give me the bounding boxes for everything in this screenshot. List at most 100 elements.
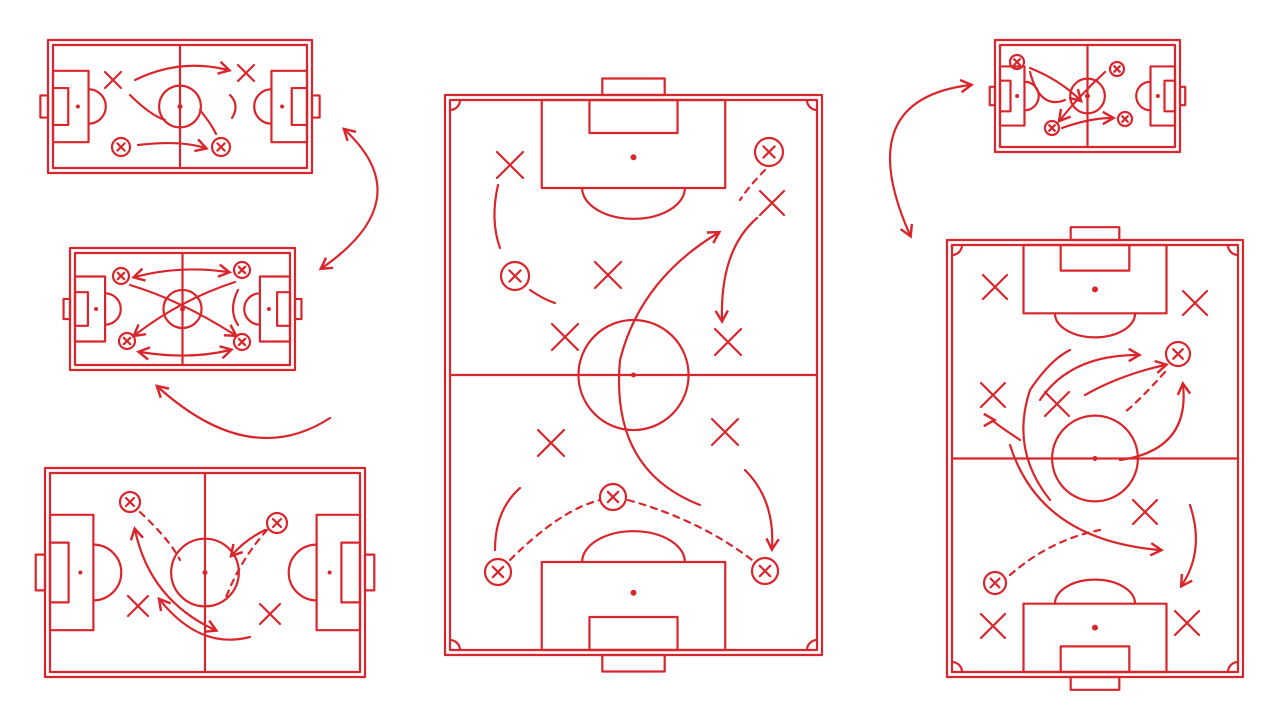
cross-stroke	[124, 496, 136, 508]
penalty-box	[1022, 243, 1168, 315]
circled-cross-player-icon	[111, 266, 131, 286]
goal	[310, 94, 321, 119]
cross-player-icon	[710, 417, 740, 447]
tactic-board-bottom-right	[945, 226, 1245, 691]
cross-stroke	[271, 517, 283, 529]
movement-arrow	[1060, 110, 1117, 130]
center-spot	[1092, 456, 1098, 461]
cross-player-icon	[981, 273, 1009, 301]
penalty-arc	[253, 88, 273, 125]
penalty-arc	[87, 88, 107, 125]
cross-stroke	[1131, 498, 1159, 526]
goal	[988, 85, 997, 107]
cross-stroke	[989, 577, 1001, 589]
circled-cross-player-icon	[483, 557, 513, 587]
cross-stroke	[762, 145, 776, 159]
penalty-arc	[581, 186, 686, 220]
cross-stroke	[979, 612, 1007, 640]
goal	[34, 553, 47, 592]
penalty-box	[540, 98, 727, 190]
corner-arc	[805, 638, 819, 652]
penalty-box	[1022, 602, 1168, 674]
cross-stroke	[1013, 58, 1021, 66]
goal	[601, 77, 666, 97]
pass-line	[1123, 370, 1167, 414]
penalty-spot	[1015, 94, 1020, 98]
cross-stroke	[122, 336, 132, 346]
penalty-spot	[1155, 94, 1160, 98]
circled-cross-player-icon	[499, 260, 531, 292]
movement-arrow	[228, 93, 237, 120]
cross-stroke	[713, 327, 743, 357]
circled-cross-player-icon	[982, 570, 1008, 596]
movement-arrow	[157, 596, 252, 641]
circled-cross-player-icon	[232, 260, 252, 280]
penalty-box	[998, 65, 1026, 127]
marker-ring	[1116, 110, 1134, 128]
marker-ring	[210, 136, 232, 158]
penalty-box	[540, 560, 727, 652]
marker-ring	[1008, 53, 1026, 71]
goal-box	[1059, 645, 1131, 674]
penalty-box	[51, 69, 90, 144]
penalty-spot	[78, 570, 83, 575]
cross-player-icon	[758, 189, 786, 217]
cross-player-icon	[1043, 390, 1071, 418]
penalty-arc	[1053, 578, 1137, 605]
cross-player-icon	[713, 327, 743, 357]
tactic-board-center	[443, 77, 824, 673]
penalty-box	[73, 275, 107, 343]
marker-ring	[598, 482, 628, 512]
goal-box	[51, 86, 70, 127]
goal-box	[1059, 243, 1131, 272]
marker-ring	[1108, 60, 1126, 78]
marker-ring	[111, 266, 131, 286]
corner-arc	[448, 98, 462, 112]
penalty-spot	[327, 570, 332, 575]
center-spot	[1085, 93, 1090, 99]
cross-player-icon	[103, 70, 123, 90]
penalty-arc	[92, 543, 123, 602]
pass-line	[1008, 528, 1102, 577]
cross-player-icon	[1181, 289, 1209, 317]
circled-cross-player-icon	[1008, 53, 1026, 71]
corner-arc	[950, 243, 964, 257]
movement-arrow	[888, 78, 974, 239]
cross-stroke	[758, 189, 786, 217]
marker-ring	[1043, 119, 1061, 137]
cross-stroke	[236, 63, 256, 83]
circled-cross-player-icon	[1116, 110, 1134, 128]
cross-stroke	[508, 269, 522, 283]
marker-ring	[499, 260, 531, 292]
goal-box	[340, 541, 362, 604]
cross-stroke	[116, 271, 126, 281]
movement-arrow	[1022, 348, 1072, 502]
goal-box	[588, 615, 679, 652]
circled-cross-player-icon	[750, 556, 780, 586]
penalty-spot	[75, 104, 80, 109]
marker-ring	[118, 490, 142, 514]
center-circle	[1050, 414, 1139, 503]
cross-stroke	[1172, 348, 1184, 360]
goal	[601, 653, 666, 673]
movement-arrow	[136, 138, 209, 153]
cross-stroke	[606, 490, 620, 504]
penalty-arc	[1023, 80, 1040, 112]
penalty-box	[1149, 65, 1177, 127]
movement-arrow	[1038, 347, 1143, 402]
goal	[1069, 675, 1121, 691]
cross-player-icon	[258, 602, 282, 626]
movement-arrow	[229, 528, 267, 559]
marker-ring	[750, 556, 780, 586]
penalty-box	[48, 513, 95, 632]
corner-arc	[1226, 243, 1240, 257]
cross-stroke	[593, 260, 623, 290]
movement-arrow	[136, 345, 234, 361]
cross-player-icon	[979, 612, 1007, 640]
cross-player-icon	[126, 594, 150, 618]
circled-cross-player-icon	[110, 136, 132, 158]
cross-stroke	[1121, 115, 1129, 123]
corner-arc	[950, 660, 964, 674]
cross-stroke	[491, 565, 505, 579]
penalty-spot	[1092, 624, 1098, 631]
